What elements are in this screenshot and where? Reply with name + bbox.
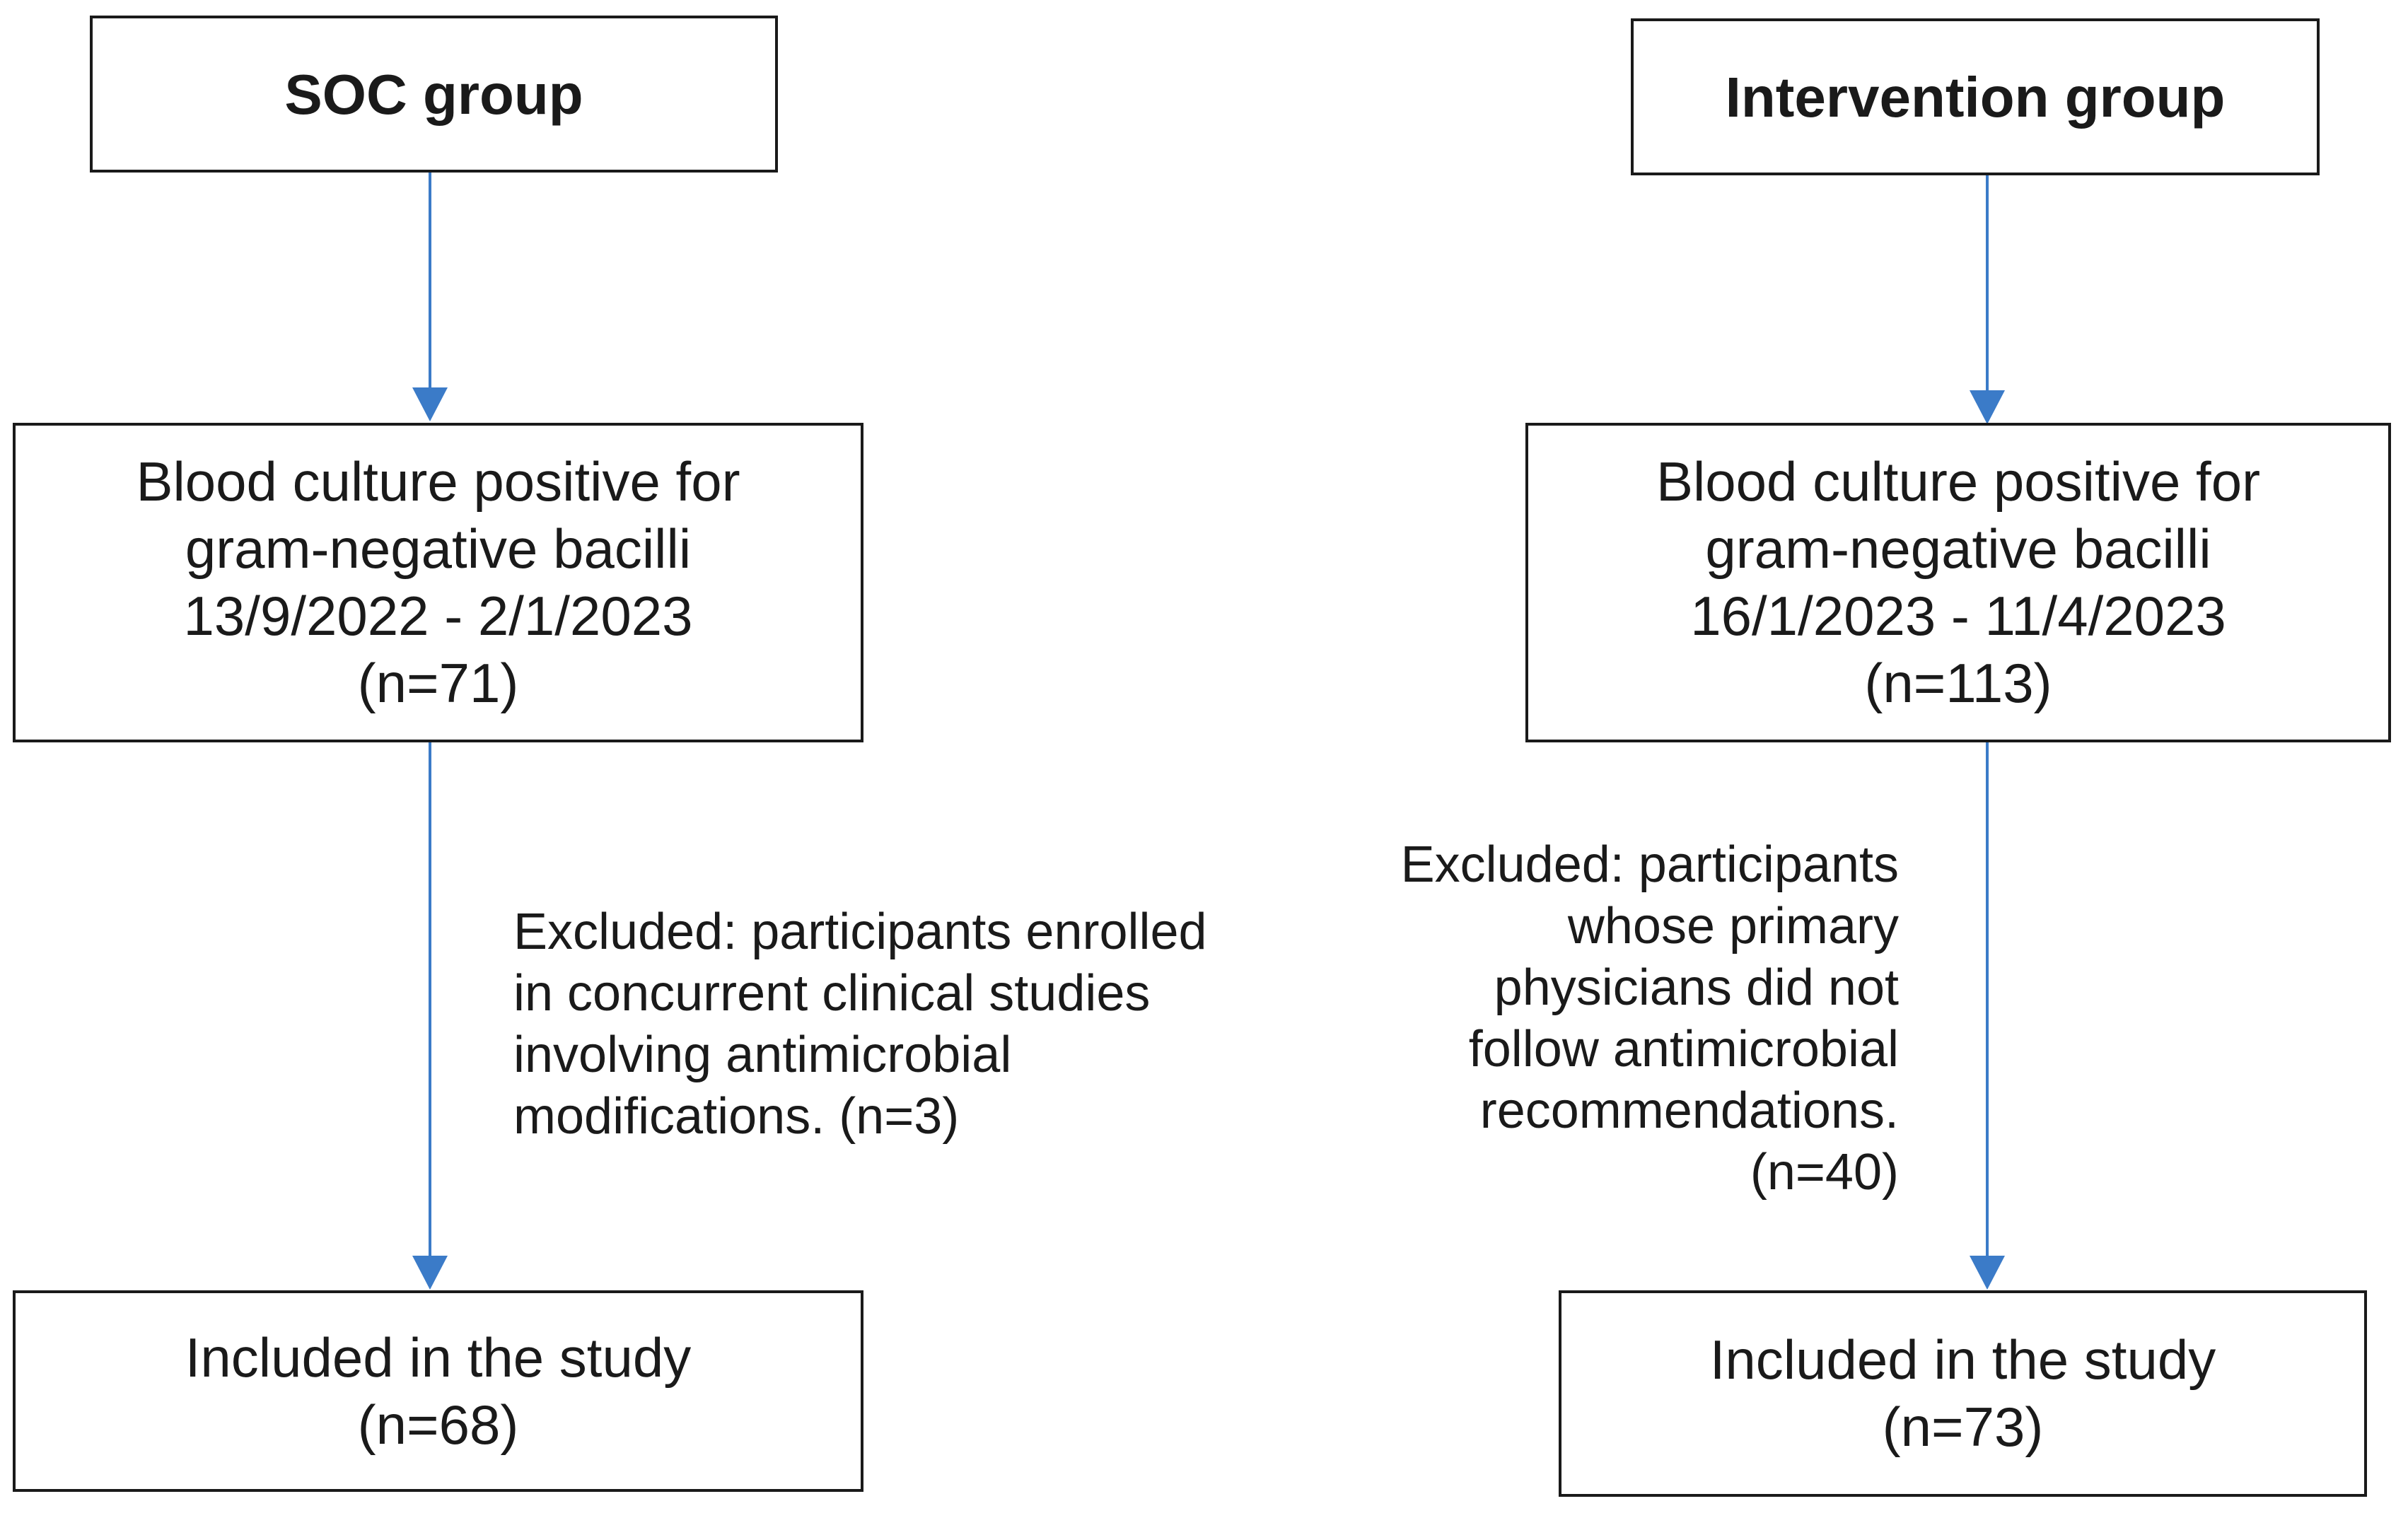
soc-group-title: SOC group [284, 62, 583, 126]
intervention-source-line: Blood culture positive for [1656, 450, 2261, 513]
soc-included-count: (n=68) [357, 1393, 519, 1456]
intervention-included-label: Included in the study [1709, 1329, 2216, 1391]
soc-included-box: Included in the study (n=68) [13, 1290, 863, 1492]
intervention-included-count: (n=73) [1882, 1396, 2044, 1458]
right-arrow-1 [1970, 175, 2005, 424]
intervention-excluded-line: recommendations. [1479, 1082, 1899, 1139]
soc-source-line: Blood culture positive for [136, 450, 740, 513]
intervention-excluded-line: follow antimicrobial [1468, 1021, 1899, 1078]
intervention-source-box: Blood culture positive for gram-negative… [1525, 423, 2391, 742]
intervention-group-title: Intervention group [1725, 65, 2226, 129]
intervention-excluded-line: whose primary [1567, 898, 1899, 954]
soc-excluded-line: Excluded: participants enrolled [513, 904, 1207, 960]
soc-excluded-line: in concurrent clinical studies [513, 965, 1151, 1022]
intervention-excluded-line: physicians did not [1494, 959, 1899, 1016]
intervention-included-box: Included in the study (n=73) [1559, 1290, 2367, 1497]
intervention-source-dates: 16/1/2023 - 11/4/2023 [1690, 585, 2226, 647]
soc-source-box: Blood culture positive for gram-negative… [13, 423, 863, 742]
soc-excluded-line: modifications. (n=3) [513, 1088, 960, 1145]
soc-included-label: Included in the study [185, 1326, 692, 1389]
soc-source-dates: 13/9/2022 - 2/1/2023 [183, 585, 693, 647]
intervention-excluded-line: (n=40) [1750, 1144, 1899, 1201]
intervention-source-line: gram-negative bacilli [1705, 518, 2211, 580]
intervention-excluded-line: Excluded: participants [1400, 836, 1899, 893]
intervention-excluded-note: Excluded: participants whose primary phy… [1401, 834, 1899, 1203]
soc-source-count: (n=71) [357, 652, 519, 714]
soc-excluded-note: Excluded: participants enrolled in concu… [513, 901, 1207, 1148]
left-arrow-2 [412, 742, 448, 1290]
right-arrow-2 [1970, 742, 2005, 1290]
intervention-source-count: (n=113) [1864, 652, 2052, 714]
soc-group-box: SOC group [90, 16, 778, 173]
soc-source-line: gram-negative bacilli [185, 518, 692, 580]
soc-excluded-line: involving antimicrobial [513, 1027, 1012, 1083]
left-arrow-1 [412, 173, 448, 421]
intervention-group-box: Intervention group [1631, 18, 2320, 175]
